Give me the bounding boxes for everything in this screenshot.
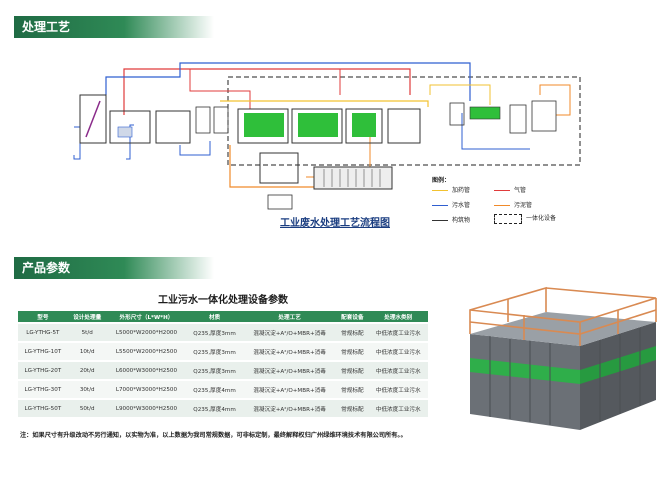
sludge-tank (531, 100, 557, 132)
dosing-tank (213, 106, 229, 134)
cell-capacity: 10t/d (67, 343, 107, 360)
regulating-tank (109, 110, 151, 144)
sewage-pipe (73, 126, 81, 160)
cell-equipment: 常规标配 (336, 343, 369, 360)
process-flow-diagram (73, 62, 581, 210)
cell-equipment: 常规标配 (336, 324, 369, 341)
table-row: LG-YTHG-30T 30t/d L7000*W3000*H2500 Q235… (18, 381, 428, 398)
cell-dimensions: L7000*W3000*H2500 (106, 381, 187, 398)
cell-water-type: 中低浓度工业污水 (368, 324, 428, 341)
cell-capacity: 50t/d (67, 400, 107, 417)
cell-capacity: 20t/d (67, 362, 107, 379)
col-process: 处理工艺 (242, 311, 337, 322)
cell-model: LG-YTHG-30T (18, 381, 68, 398)
col-water-type: 处理水类别 (368, 311, 428, 322)
equipment-front (470, 334, 580, 430)
table-row: LG-YTHG-10T 10t/d L5500*W2000*H2500 Q235… (18, 343, 428, 360)
section-header-process: 处理工艺 (14, 16, 214, 38)
sludge-cart (267, 194, 293, 210)
cell-dimensions: L5500*W2000*H2500 (106, 343, 187, 360)
inlet-tank (79, 94, 107, 144)
sludge-pipe (539, 84, 571, 116)
col-equipment: 配套设备 (336, 311, 369, 322)
legend-air: 气管 (494, 185, 526, 194)
sewage-pipe (179, 141, 211, 156)
col-model: 型号 (18, 311, 68, 322)
sludge-thickener (259, 152, 299, 184)
section-header-params: 产品参数 (14, 257, 214, 279)
cell-model: LG-YTHG-50T (18, 400, 68, 417)
cell-process: 混凝沉淀+A²/O+MBR+消毒 (242, 381, 337, 398)
table-row: LG-YTHG-50T 50t/d L9000*W3000*H2500 Q235… (18, 400, 428, 417)
equipment-side (580, 322, 656, 430)
clear-water-tank (387, 108, 421, 144)
cell-material: Q235,厚度3mm (186, 324, 243, 341)
cell-material: Q235,厚度3mm (186, 362, 243, 379)
col-dimensions: 外形尺寸（L*W*H） (106, 311, 187, 322)
green-stripe (470, 358, 580, 384)
cell-equipment: 常规标配 (336, 381, 369, 398)
table-row: LG-YTHG-5T 5t/d L5000*W2000*H2000 Q235,厚… (18, 324, 428, 341)
cell-water-type: 中低浓度工业污水 (368, 362, 428, 379)
legend-integrated: 一体化设备 (494, 213, 556, 224)
cell-material: Q235,厚度3mm (186, 343, 243, 360)
sludge-pipe (229, 145, 320, 188)
mbr-tank (345, 108, 383, 144)
air-pipe (189, 69, 251, 109)
legend-structure: 构筑物 (432, 215, 470, 224)
equipment-image (469, 286, 657, 430)
dosing-tank (195, 106, 211, 134)
coagulation-tank (155, 110, 191, 144)
air-pipe (123, 68, 411, 115)
cell-equipment: 常规标配 (336, 400, 369, 417)
cell-model: LG-YTHG-10T (18, 343, 68, 360)
table-header-row: 型号 设计处理量 外形尺寸（L*W*H） 材质 处理工艺 配套设备 处理水类别 (18, 311, 428, 322)
cell-water-type: 中低浓度工业污水 (368, 400, 428, 417)
cell-dimensions: L6000*W3000*H2500 (106, 362, 187, 379)
cell-process: 混凝沉淀+A²/O+MBR+消毒 (242, 400, 337, 417)
cell-model: LG-YTHG-20T (18, 362, 68, 379)
disinfection-unit (469, 106, 501, 120)
col-capacity: 设计处理量 (67, 311, 107, 322)
cell-equipment: 常规标配 (336, 362, 369, 379)
dosing-pipe (220, 100, 429, 107)
cell-process: 混凝沉淀+A²/O+MBR+消毒 (242, 324, 337, 341)
table-title: 工业污水一体化处理设备参数 (158, 295, 288, 306)
sewage-pipe (105, 62, 471, 101)
filter-press (313, 166, 393, 190)
disclaimer-note: 注：如果尺寸有升级改动不另行通知，以实物为准，以上数据为我司常规数据，可非标定制… (20, 432, 407, 439)
cell-material: Q235,厚度4mm (186, 381, 243, 398)
cell-process: 混凝沉淀+A²/O+MBR+消毒 (242, 362, 337, 379)
cell-dimensions: L5000*W2000*H2000 (106, 324, 187, 341)
outlet-tank (509, 104, 527, 134)
diagram-legend: 图例： 加药管 气管 污水管 污泥管 构筑物 一体化设备 (432, 175, 556, 224)
aerobic-tank (291, 108, 343, 144)
diagram-caption: 工业废水处理工艺流程图 (280, 218, 390, 229)
cell-capacity: 30t/d (67, 381, 107, 398)
legend-title: 图例： (432, 177, 451, 184)
cell-water-type: 中低浓度工业污水 (368, 381, 428, 398)
cell-water-type: 中低浓度工业污水 (368, 343, 428, 360)
sewage-pipe (126, 124, 134, 160)
legend-sewage: 污水管 (432, 200, 470, 209)
cell-dimensions: L9000*W3000*H2500 (106, 400, 187, 417)
col-material: 材质 (186, 311, 243, 322)
dosing-pipe (429, 84, 491, 105)
cell-model: LG-YTHG-5T (18, 324, 68, 341)
anoxic-tank (237, 108, 289, 144)
table-row: LG-YTHG-20T 20t/d L6000*W3000*H2500 Q235… (18, 362, 428, 379)
params-table: 型号 设计处理量 外形尺寸（L*W*H） 材质 处理工艺 配套设备 处理水类别 … (18, 309, 428, 419)
guardrail (469, 286, 657, 346)
legend-dosing: 加药管 (432, 185, 470, 194)
cell-capacity: 5t/d (67, 324, 107, 341)
cell-material: Q235,厚度4mm (186, 400, 243, 417)
cell-process: 混凝沉淀+A²/O+MBR+消毒 (242, 343, 337, 360)
dosing-device (449, 102, 465, 126)
legend-sludge: 污泥管 (494, 200, 532, 209)
